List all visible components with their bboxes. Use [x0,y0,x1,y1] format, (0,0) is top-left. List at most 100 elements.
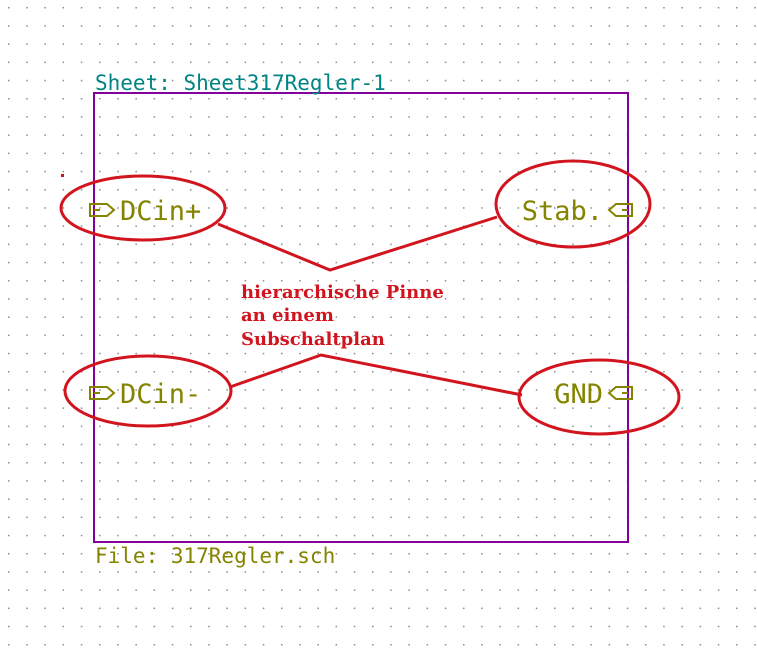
grid-dot [481,516,483,519]
grid-dot [608,7,611,9]
grid-dot [463,407,465,409]
grid-dot [645,98,647,100]
grid-dot [262,443,265,446]
grid-dot [626,625,629,628]
grid-dot [572,98,574,100]
grid-dot [554,25,556,27]
grid-dot [335,389,338,391]
grid-dot [44,498,46,500]
hier-pin-gnd[interactable]: GND [554,379,633,410]
grid-dot [44,371,46,373]
grid-dot [372,134,374,136]
grid-dot [117,116,119,118]
grid-dot [171,134,174,136]
grid-dot [99,389,101,391]
grid-dot [117,170,119,173]
grid-dot [317,334,319,337]
grid-dot [171,25,174,27]
grid-dot [26,98,28,100]
hier-pin-dcin-minus[interactable]: DCin- [89,379,201,410]
grid-dot [463,280,465,282]
grid-dot [481,334,483,337]
grid-dot [44,261,46,264]
grid-dot [135,589,137,591]
grid-dot [736,25,738,27]
hierarchical-sheet-border[interactable] [93,92,629,543]
grid-dot [353,298,356,300]
grid-dot [590,61,592,64]
grid-dot [190,25,192,27]
grid-dot [681,61,683,64]
grid-dot [444,371,447,373]
grid-dot [299,280,301,282]
grid-dot [171,152,174,155]
grid-dot [80,7,83,9]
grid-dot [444,352,447,355]
grid-dot [80,334,83,337]
grid-dot [681,625,683,628]
grid-dot [135,571,137,573]
grid-dot [62,534,65,537]
grid-dot [153,625,156,628]
grid-dot [299,371,301,373]
grid-dot [317,25,319,27]
grid-dot [281,116,283,118]
grid-dot [463,170,465,173]
hier-pin-stab[interactable]: Stab. [522,196,633,227]
grid-dot [517,425,520,428]
grid-dot [171,462,174,464]
grid-dot [736,134,738,136]
hier-pin-dcin-plus[interactable]: DCin+ [89,196,201,227]
grid-dot [663,425,665,428]
grid-dot [117,407,119,409]
grid-dot [317,462,319,464]
grid-dot [62,243,65,246]
grid-dot [645,43,647,45]
annotation-pointer-top [217,215,498,272]
grid-dot [499,298,501,300]
grid-dot [335,589,338,591]
grid-dot [135,625,137,628]
grid-dot [517,189,520,191]
grid-dot [626,571,629,573]
grid-dot [135,334,137,337]
grid-dot [444,589,447,591]
grid-dot [645,462,647,464]
grid-dot [572,134,574,136]
grid-dot [80,389,83,391]
grid-dot [226,553,228,555]
grid-dot [372,61,374,64]
grid-dot [554,443,556,446]
sheet-file-label[interactable]: File: 317Regler.sch [95,544,335,568]
grid-dot [262,480,265,482]
grid-dot [754,298,756,300]
grid-dot [736,589,738,591]
grid-dot [299,589,301,591]
grid-dot [208,480,210,482]
grid-dot [190,43,192,45]
grid-dot [444,480,447,482]
grid-dot [736,389,738,391]
sheet-name-label[interactable]: Sheet: Sheet317Regler-1 [95,71,386,95]
grid-dot [44,334,46,337]
grid-dot [62,298,65,300]
grid-dot [335,79,338,82]
grid-dot [736,516,738,519]
grid-dot [408,443,410,446]
grid-dot [499,462,501,464]
grid-dot [190,389,192,391]
grid-dot [171,407,174,409]
grid-dot [517,170,520,173]
grid-dot [535,443,538,446]
grid-dot [608,607,611,610]
grid-dot [317,571,319,573]
grid-dot [281,625,283,628]
grid-dot [135,25,137,27]
grid-dot [26,553,28,555]
grid-dot [590,443,592,446]
grid-dot [335,170,338,173]
grid-dot [281,443,283,446]
grid-dot [645,25,647,27]
grid-dot [390,462,392,464]
grid-dot [736,61,738,64]
